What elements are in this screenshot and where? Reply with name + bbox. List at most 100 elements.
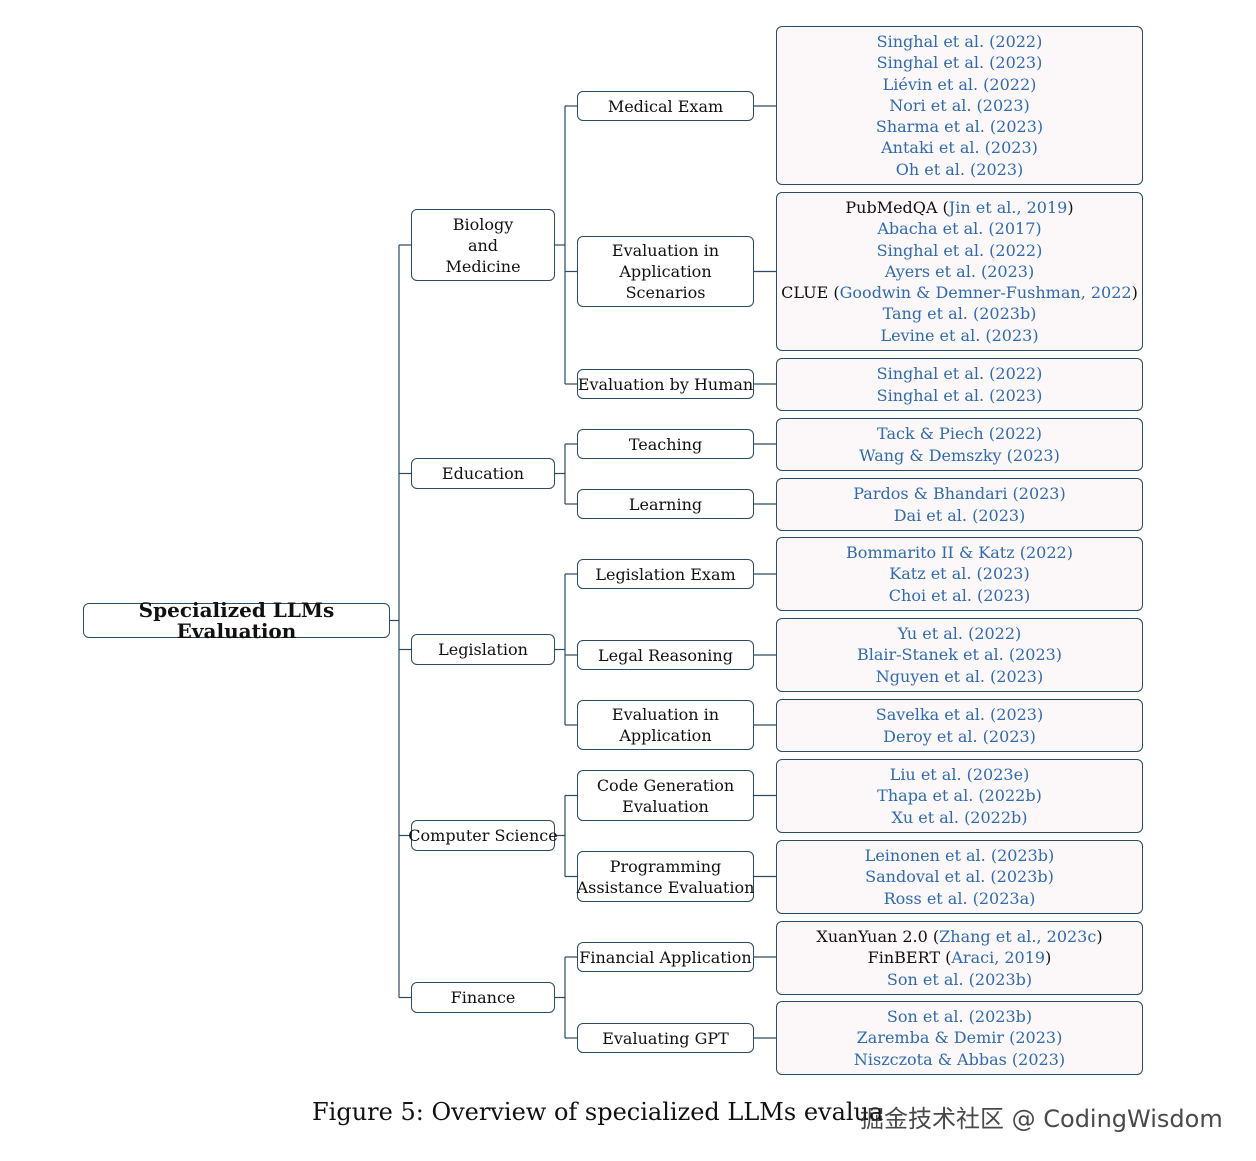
citation-link[interactable]: Choi et al. (2023) [888, 585, 1031, 605]
reference-entry[interactable]: Nguyen et al. (2023) [876, 666, 1043, 687]
node-label-line: Evaluation in [611, 241, 720, 260]
citation-link[interactable]: Ayers et al. (2023) [884, 261, 1035, 281]
citation-link[interactable]: Tang et al. (2023b) [882, 304, 1037, 324]
reference-entry[interactable]: Singhal et al. (2023) [877, 52, 1043, 73]
reference-entry[interactable]: Sandoval et al. (2023b) [865, 866, 1054, 887]
reference-entry[interactable]: Abacha et al. (2017) [877, 218, 1041, 239]
reference-entry[interactable]: Tack & Piech (2022) [877, 423, 1042, 444]
citation-link[interactable]: Singhal et al. (2022) [876, 31, 1043, 51]
reference-entry[interactable]: FinBERT (Araci, 2019) [868, 947, 1052, 968]
citation-link[interactable]: Zaremba & Demir (2023) [856, 1028, 1063, 1048]
citation-link[interactable]: Nori et al. (2023) [889, 95, 1030, 115]
reference-entry[interactable]: Niszczota & Abbas (2023) [854, 1049, 1065, 1070]
citation-link[interactable]: Bommarito II & Katz (2022) [846, 543, 1073, 563]
citation-link[interactable]: Liévin et al. (2022) [882, 74, 1037, 94]
reference-entry[interactable]: Singhal et al. (2022) [877, 31, 1043, 52]
reference-entry[interactable]: Singhal et al. (2023) [877, 385, 1043, 406]
reference-entry[interactable]: Oh et al. (2023) [896, 159, 1024, 180]
citation-link[interactable]: Liu et al. (2023e) [889, 765, 1030, 785]
citation-link[interactable]: Niszczota & Abbas (2023) [853, 1049, 1066, 1069]
reference-entry[interactable]: Zaremba & Demir (2023) [857, 1027, 1063, 1048]
citation-link[interactable]: Araci, 2019 [951, 948, 1046, 968]
reference-entry[interactable]: PubMedQA (Jin et al., 2019) [845, 197, 1073, 218]
citation-link[interactable]: Sharma et al. (2023) [875, 117, 1044, 137]
domain-node: Computer Science [408, 820, 558, 851]
citation-link[interactable]: Savelka et al. (2023) [875, 705, 1044, 725]
node-label-line: Legal Reasoning [598, 645, 733, 665]
citation-link[interactable]: Sandoval et al. (2023b) [865, 867, 1054, 887]
reference-entry[interactable]: Choi et al. (2023) [889, 585, 1030, 606]
reference-entry[interactable]: Thapa et al. (2022b) [877, 785, 1042, 806]
reference-entry[interactable]: Levine et al. (2023) [880, 325, 1038, 346]
citation-link[interactable]: Deroy et al. (2023) [883, 726, 1036, 746]
node-label-line: Assistance Evaluation [576, 877, 755, 897]
citation-link[interactable]: Son et al. (2023b) [886, 1007, 1033, 1027]
node-label-line: Evaluating GPT [602, 1028, 729, 1048]
reference-entry[interactable]: Tang et al. (2023b) [883, 303, 1037, 324]
node-label-line: Code Generation [596, 775, 735, 795]
reference-entry[interactable]: Deroy et al. (2023) [883, 726, 1036, 747]
citation-link[interactable]: Leinonen et al. (2023b) [864, 846, 1055, 866]
reference-entry[interactable]: Ayers et al. (2023) [885, 261, 1034, 282]
reference-entry[interactable]: Blair-Stanek et al. (2023) [857, 644, 1062, 665]
reference-entry[interactable]: Wang & Demszky (2023) [859, 445, 1060, 466]
reference-entry[interactable]: Antaki et al. (2023) [881, 137, 1038, 158]
citation-link[interactable]: Son et al. (2023b) [886, 969, 1033, 989]
citation-link[interactable]: Xu et al. (2022b) [891, 807, 1028, 827]
citation-link[interactable]: Jin et al., 2019 [948, 197, 1068, 217]
citation-link[interactable]: Katz et al. (2023) [889, 564, 1030, 584]
citation-link[interactable]: Oh et al. (2023) [895, 159, 1024, 179]
subcategory-node: Learning [577, 489, 754, 519]
reference-entry[interactable]: Pardos & Bhandari (2023) [853, 483, 1065, 504]
citation-link[interactable]: Pardos & Bhandari (2023) [853, 484, 1066, 504]
reference-entry[interactable]: Yu et al. (2022) [898, 623, 1022, 644]
reference-entry[interactable]: Singhal et al. (2022) [877, 240, 1043, 261]
reference-entry[interactable]: Nori et al. (2023) [889, 95, 1030, 116]
reference-entry[interactable]: Son et al. (2023b) [887, 969, 1032, 990]
citation-link[interactable]: Yu et al. (2022) [897, 624, 1022, 644]
citation-link[interactable]: Antaki et al. (2023) [881, 138, 1038, 158]
reference-entry[interactable]: CLUE (Goodwin & Demner-Fushman, 2022) [781, 282, 1138, 303]
reference-entry[interactable]: Ross et al. (2023a) [884, 888, 1036, 909]
reference-entry[interactable]: Singhal et al. (2022) [877, 363, 1043, 384]
reference-list: Yu et al. (2022)Blair-Stanek et al. (202… [776, 618, 1143, 692]
citation-link[interactable]: Blair-Stanek et al. (2023) [856, 645, 1063, 665]
subcategory-node: Legal Reasoning [577, 640, 754, 670]
reference-entry[interactable]: Son et al. (2023b) [887, 1006, 1032, 1027]
reference-list: Tack & Piech (2022)Wang & Demszky (2023) [776, 418, 1143, 471]
reference-entry[interactable]: Savelka et al. (2023) [876, 704, 1043, 725]
reference-entry[interactable]: Katz et al. (2023) [889, 563, 1029, 584]
citation-link[interactable]: Dai et al. (2023) [893, 505, 1026, 525]
reference-entry[interactable]: Dai et al. (2023) [894, 505, 1026, 526]
citation-link[interactable]: Singhal et al. (2023) [876, 385, 1043, 405]
citation-link[interactable]: Zhang et al., 2023c [939, 927, 1097, 947]
reference-list: Pardos & Bhandari (2023)Dai et al. (2023… [776, 478, 1143, 531]
node-label-line: Financial Application [579, 947, 752, 967]
citation-link[interactable]: Goodwin & Demner-Fushman, 2022 [839, 283, 1132, 303]
citation-link[interactable]: Tack & Piech (2022) [877, 424, 1042, 444]
citation-link[interactable]: Thapa et al. (2022b) [877, 786, 1042, 806]
citation-link[interactable]: Ross et al. (2023a) [883, 888, 1036, 908]
reference-entry[interactable]: Bommarito II & Katz (2022) [846, 542, 1073, 563]
reference-entry[interactable]: Liévin et al. (2022) [883, 74, 1037, 95]
citation-link[interactable]: Singhal et al. (2022) [876, 364, 1043, 384]
reference-entry[interactable]: XuanYuan 2.0 (Zhang et al., 2023c) [816, 926, 1102, 947]
reference-entry[interactable]: Xu et al. (2022b) [891, 807, 1027, 828]
citation-link[interactable]: Abacha et al. (2017) [877, 219, 1042, 239]
citation-link[interactable]: Levine et al. (2023) [880, 325, 1039, 345]
subcategory-node: Financial Application [577, 942, 754, 972]
citation-link[interactable]: Singhal et al. (2022) [876, 240, 1043, 260]
reference-list: Liu et al. (2023e)Thapa et al. (2022b)Xu… [776, 759, 1143, 833]
citation-link[interactable]: Singhal et al. (2023) [876, 53, 1043, 73]
domain-node: Finance [411, 982, 555, 1013]
citation-link[interactable]: Wang & Demszky (2023) [859, 445, 1060, 465]
reference-entry[interactable]: Leinonen et al. (2023b) [865, 845, 1055, 866]
reference-entry[interactable]: Sharma et al. (2023) [876, 116, 1043, 137]
node-label-line: Evaluation [622, 796, 709, 816]
reference-entry[interactable]: Liu et al. (2023e) [890, 764, 1030, 785]
citation-link[interactable]: Nguyen et al. (2023) [875, 666, 1044, 686]
